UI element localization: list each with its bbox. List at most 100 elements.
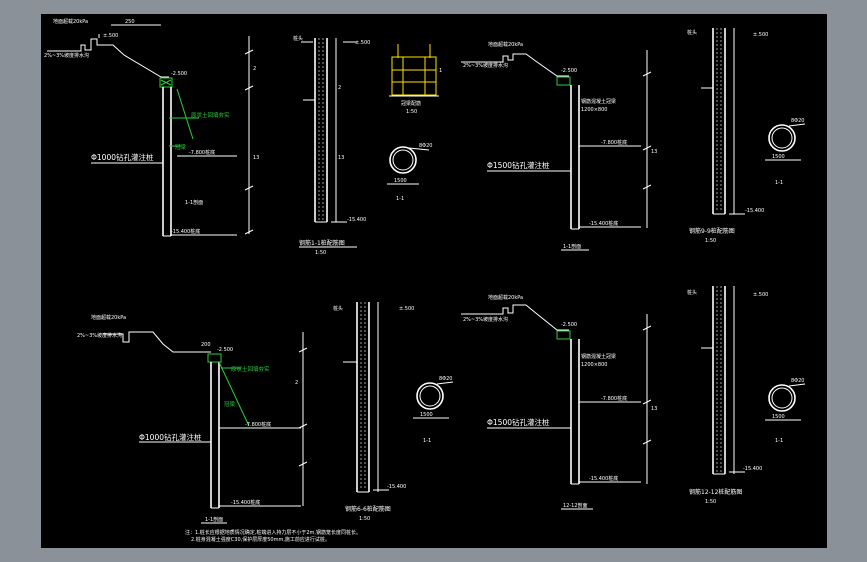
svg-text:±.500: ±.500 bbox=[103, 33, 118, 39]
svg-text:钢筋12-12桩配筋图: 钢筋12-12桩配筋图 bbox=[689, 488, 742, 496]
svg-text:2%~3%坡度排水沟: 2%~3%坡度排水沟 bbox=[77, 332, 122, 339]
pile-detail-4: -15.400 桩头 ±.500 钢筋12-12桩配筋图 1:50 bbox=[687, 286, 768, 505]
cap-beam-green bbox=[159, 77, 173, 88]
svg-text:-7.800桩底: -7.800桩底 bbox=[245, 421, 271, 428]
svg-text:1-1: 1-1 bbox=[396, 196, 404, 202]
dim-top: 250 bbox=[125, 19, 135, 25]
panel-bottom-left: 地面超载20kPa 2%~3%坡度排水沟 200 -2.500 原状土回填夯实 … bbox=[77, 314, 361, 543]
svg-text:1:50: 1:50 bbox=[315, 250, 326, 256]
note-bottom-2: 2.桩身混凝土强度C30,保护层厚度50mm,施工前应进行试桩。 bbox=[191, 536, 330, 543]
svg-text:-15.400桩底: -15.400桩底 bbox=[231, 499, 260, 506]
circle-section-4: 8Φ20 1500 1-1 bbox=[765, 378, 806, 444]
pile-label-c: Φ1000钻孔灌注桩 bbox=[139, 432, 202, 442]
svg-text:±.500: ±.500 bbox=[399, 306, 414, 312]
note-load: 地面超载20kPa bbox=[53, 18, 88, 25]
cap-beam-green-4 bbox=[556, 330, 571, 340]
pile-detail-2: -15.400 桩头 ±.500 钢筋9-9桩配筋图 1:50 bbox=[687, 28, 768, 244]
svg-text:冠梁: 冠梁 bbox=[224, 400, 236, 408]
svg-text:2%~3%坡度排水沟: 2%~3%坡度排水沟 bbox=[463, 62, 508, 69]
svg-text:桩头: 桩头 bbox=[333, 305, 343, 312]
cap-beam-detail: 冠梁配筋 1:50 1 bbox=[389, 44, 442, 115]
circle-section-1: 8Φ20 1500 1-1 bbox=[387, 143, 432, 202]
circle-section-2: 8Φ20 1500 1-1 bbox=[765, 118, 806, 186]
svg-text:8Φ20: 8Φ20 bbox=[439, 376, 452, 382]
pile-label-a: Φ1000钻孔灌注桩 bbox=[91, 152, 154, 162]
svg-text:地面超载20kPa: 地面超载20kPa bbox=[488, 294, 523, 301]
svg-text:13: 13 bbox=[338, 155, 344, 161]
svg-text:2%~3%坡度排水沟: 2%~3%坡度排水沟 bbox=[463, 316, 508, 323]
svg-text:1500: 1500 bbox=[420, 412, 433, 418]
svg-text:-15.400桩底: -15.400桩底 bbox=[589, 220, 618, 227]
svg-text:-15.400: -15.400 bbox=[745, 208, 764, 214]
svg-text:-15.400桩底: -15.400桩底 bbox=[589, 475, 618, 482]
svg-text:13: 13 bbox=[651, 149, 657, 155]
svg-text:8Φ20: 8Φ20 bbox=[791, 378, 804, 384]
svg-text:8Φ20: 8Φ20 bbox=[419, 143, 432, 149]
note-bottom-1: 注：1.桩长应根据地质情况确定,桩端进入持力层不小于2m,钢筋笼长度同桩长。 bbox=[185, 529, 361, 536]
svg-text:-7.800桩底: -7.800桩底 bbox=[601, 395, 627, 402]
svg-text:2: 2 bbox=[295, 380, 298, 386]
svg-text:1500: 1500 bbox=[772, 154, 785, 160]
svg-text:钢筋混凝土冠梁: 钢筋混凝土冠梁 bbox=[581, 98, 616, 105]
svg-text:±.500: ±.500 bbox=[753, 32, 768, 38]
svg-text:1:50: 1:50 bbox=[705, 238, 716, 244]
svg-text:-2.500: -2.500 bbox=[217, 347, 233, 353]
svg-text:1:50: 1:50 bbox=[705, 499, 716, 505]
pile-detail-1: 桩头 ±.500 -15.400 2 13 钢筋1-1桩配筋图 1:50 bbox=[293, 35, 370, 256]
pile-detail-3: -15.400 桩头 ±.500 钢筋6-6桩配筋图 1:50 bbox=[333, 302, 414, 522]
svg-text:-15.400: -15.400 bbox=[743, 466, 762, 472]
svg-text:200: 200 bbox=[201, 342, 211, 348]
svg-text:-7.800桩底: -7.800桩底 bbox=[189, 149, 215, 156]
svg-text:1-1剖面: 1-1剖面 bbox=[185, 199, 203, 206]
svg-text:钢筋6-6桩配筋图: 钢筋6-6桩配筋图 bbox=[345, 505, 391, 513]
svg-text:13: 13 bbox=[651, 406, 657, 412]
svg-text:冠梁: 冠梁 bbox=[175, 143, 187, 151]
svg-text:1:50: 1:50 bbox=[406, 109, 417, 115]
svg-text:8Φ20: 8Φ20 bbox=[791, 118, 804, 124]
svg-text:13: 13 bbox=[253, 155, 259, 161]
svg-text:桩头: 桩头 bbox=[293, 35, 303, 42]
circle-section-3: 8Φ20 1500 1-1 bbox=[413, 376, 454, 444]
svg-text:2: 2 bbox=[338, 85, 341, 91]
pile-label-b: Φ1500钻孔灌注桩 bbox=[487, 160, 550, 170]
svg-text:±.500: ±.500 bbox=[355, 40, 370, 46]
svg-text:原状土回填夯实: 原状土回填夯实 bbox=[191, 111, 230, 119]
svg-text:-15.400桩底: -15.400桩底 bbox=[171, 228, 200, 235]
cad-drawing: 地面超载20kPa 2%~3%坡度排水沟 250 ±.500 -2.500 -7… bbox=[44, 18, 806, 543]
svg-text:1500: 1500 bbox=[394, 178, 407, 184]
pile-label-d: Φ1500钻孔灌注桩 bbox=[487, 417, 550, 427]
svg-text:冠梁配筋: 冠梁配筋 bbox=[401, 100, 421, 107]
svg-text:-7.800桩底: -7.800桩底 bbox=[601, 139, 627, 146]
svg-text:钢筋混凝土冠梁: 钢筋混凝土冠梁 bbox=[581, 353, 616, 360]
panel-bottom-right: 地面超载20kPa 2%~3%坡度排水沟 -2.500 钢筋混凝土冠梁 1200… bbox=[461, 294, 657, 510]
svg-text:-15.400: -15.400 bbox=[387, 484, 406, 490]
svg-text:1: 1 bbox=[439, 68, 442, 74]
svg-text:钢筋9-9桩配筋图: 钢筋9-9桩配筋图 bbox=[689, 227, 735, 235]
svg-text:1200×800: 1200×800 bbox=[581, 107, 607, 113]
cap-beam-green-2 bbox=[556, 76, 571, 86]
svg-text:桩头: 桩头 bbox=[687, 29, 697, 36]
panel-top-left: 地面超载20kPa 2%~3%坡度排水沟 250 ±.500 -2.500 -7… bbox=[44, 18, 259, 237]
svg-text:1:50: 1:50 bbox=[359, 516, 370, 522]
svg-text:1200×800: 1200×800 bbox=[581, 362, 607, 368]
svg-text:-2.500: -2.500 bbox=[561, 322, 577, 328]
note-drain: 2%~3%坡度排水沟 bbox=[44, 52, 89, 59]
svg-text:地面超载20kPa: 地面超载20kPa bbox=[91, 314, 126, 321]
svg-text:桩头: 桩头 bbox=[687, 289, 697, 296]
svg-text:1-1: 1-1 bbox=[775, 438, 783, 444]
svg-text:1-1: 1-1 bbox=[423, 438, 431, 444]
cap-beam-green-3 bbox=[207, 353, 222, 363]
svg-text:-2.500: -2.500 bbox=[171, 71, 187, 77]
svg-text:地面超载20kPa: 地面超载20kPa bbox=[488, 41, 523, 48]
svg-text:原状土回填夯实: 原状土回填夯实 bbox=[231, 365, 270, 373]
svg-text:2: 2 bbox=[253, 66, 256, 72]
svg-text:12-12剖面: 12-12剖面 bbox=[563, 502, 588, 509]
svg-text:1-1: 1-1 bbox=[775, 180, 783, 186]
svg-text:1-1剖面: 1-1剖面 bbox=[563, 243, 581, 250]
svg-text:1500: 1500 bbox=[772, 414, 785, 420]
svg-text:-2.500: -2.500 bbox=[561, 68, 577, 74]
svg-text:1-1剖面: 1-1剖面 bbox=[205, 516, 223, 523]
drawing-sheet: 地面超载20kPa 2%~3%坡度排水沟 250 ±.500 -2.500 -7… bbox=[41, 14, 827, 548]
panel-top-right: 地面超载20kPa 2%~3%坡度排水沟 -2.500 钢筋混凝土冠梁 1200… bbox=[461, 41, 657, 251]
svg-text:-15.400: -15.400 bbox=[347, 217, 366, 223]
